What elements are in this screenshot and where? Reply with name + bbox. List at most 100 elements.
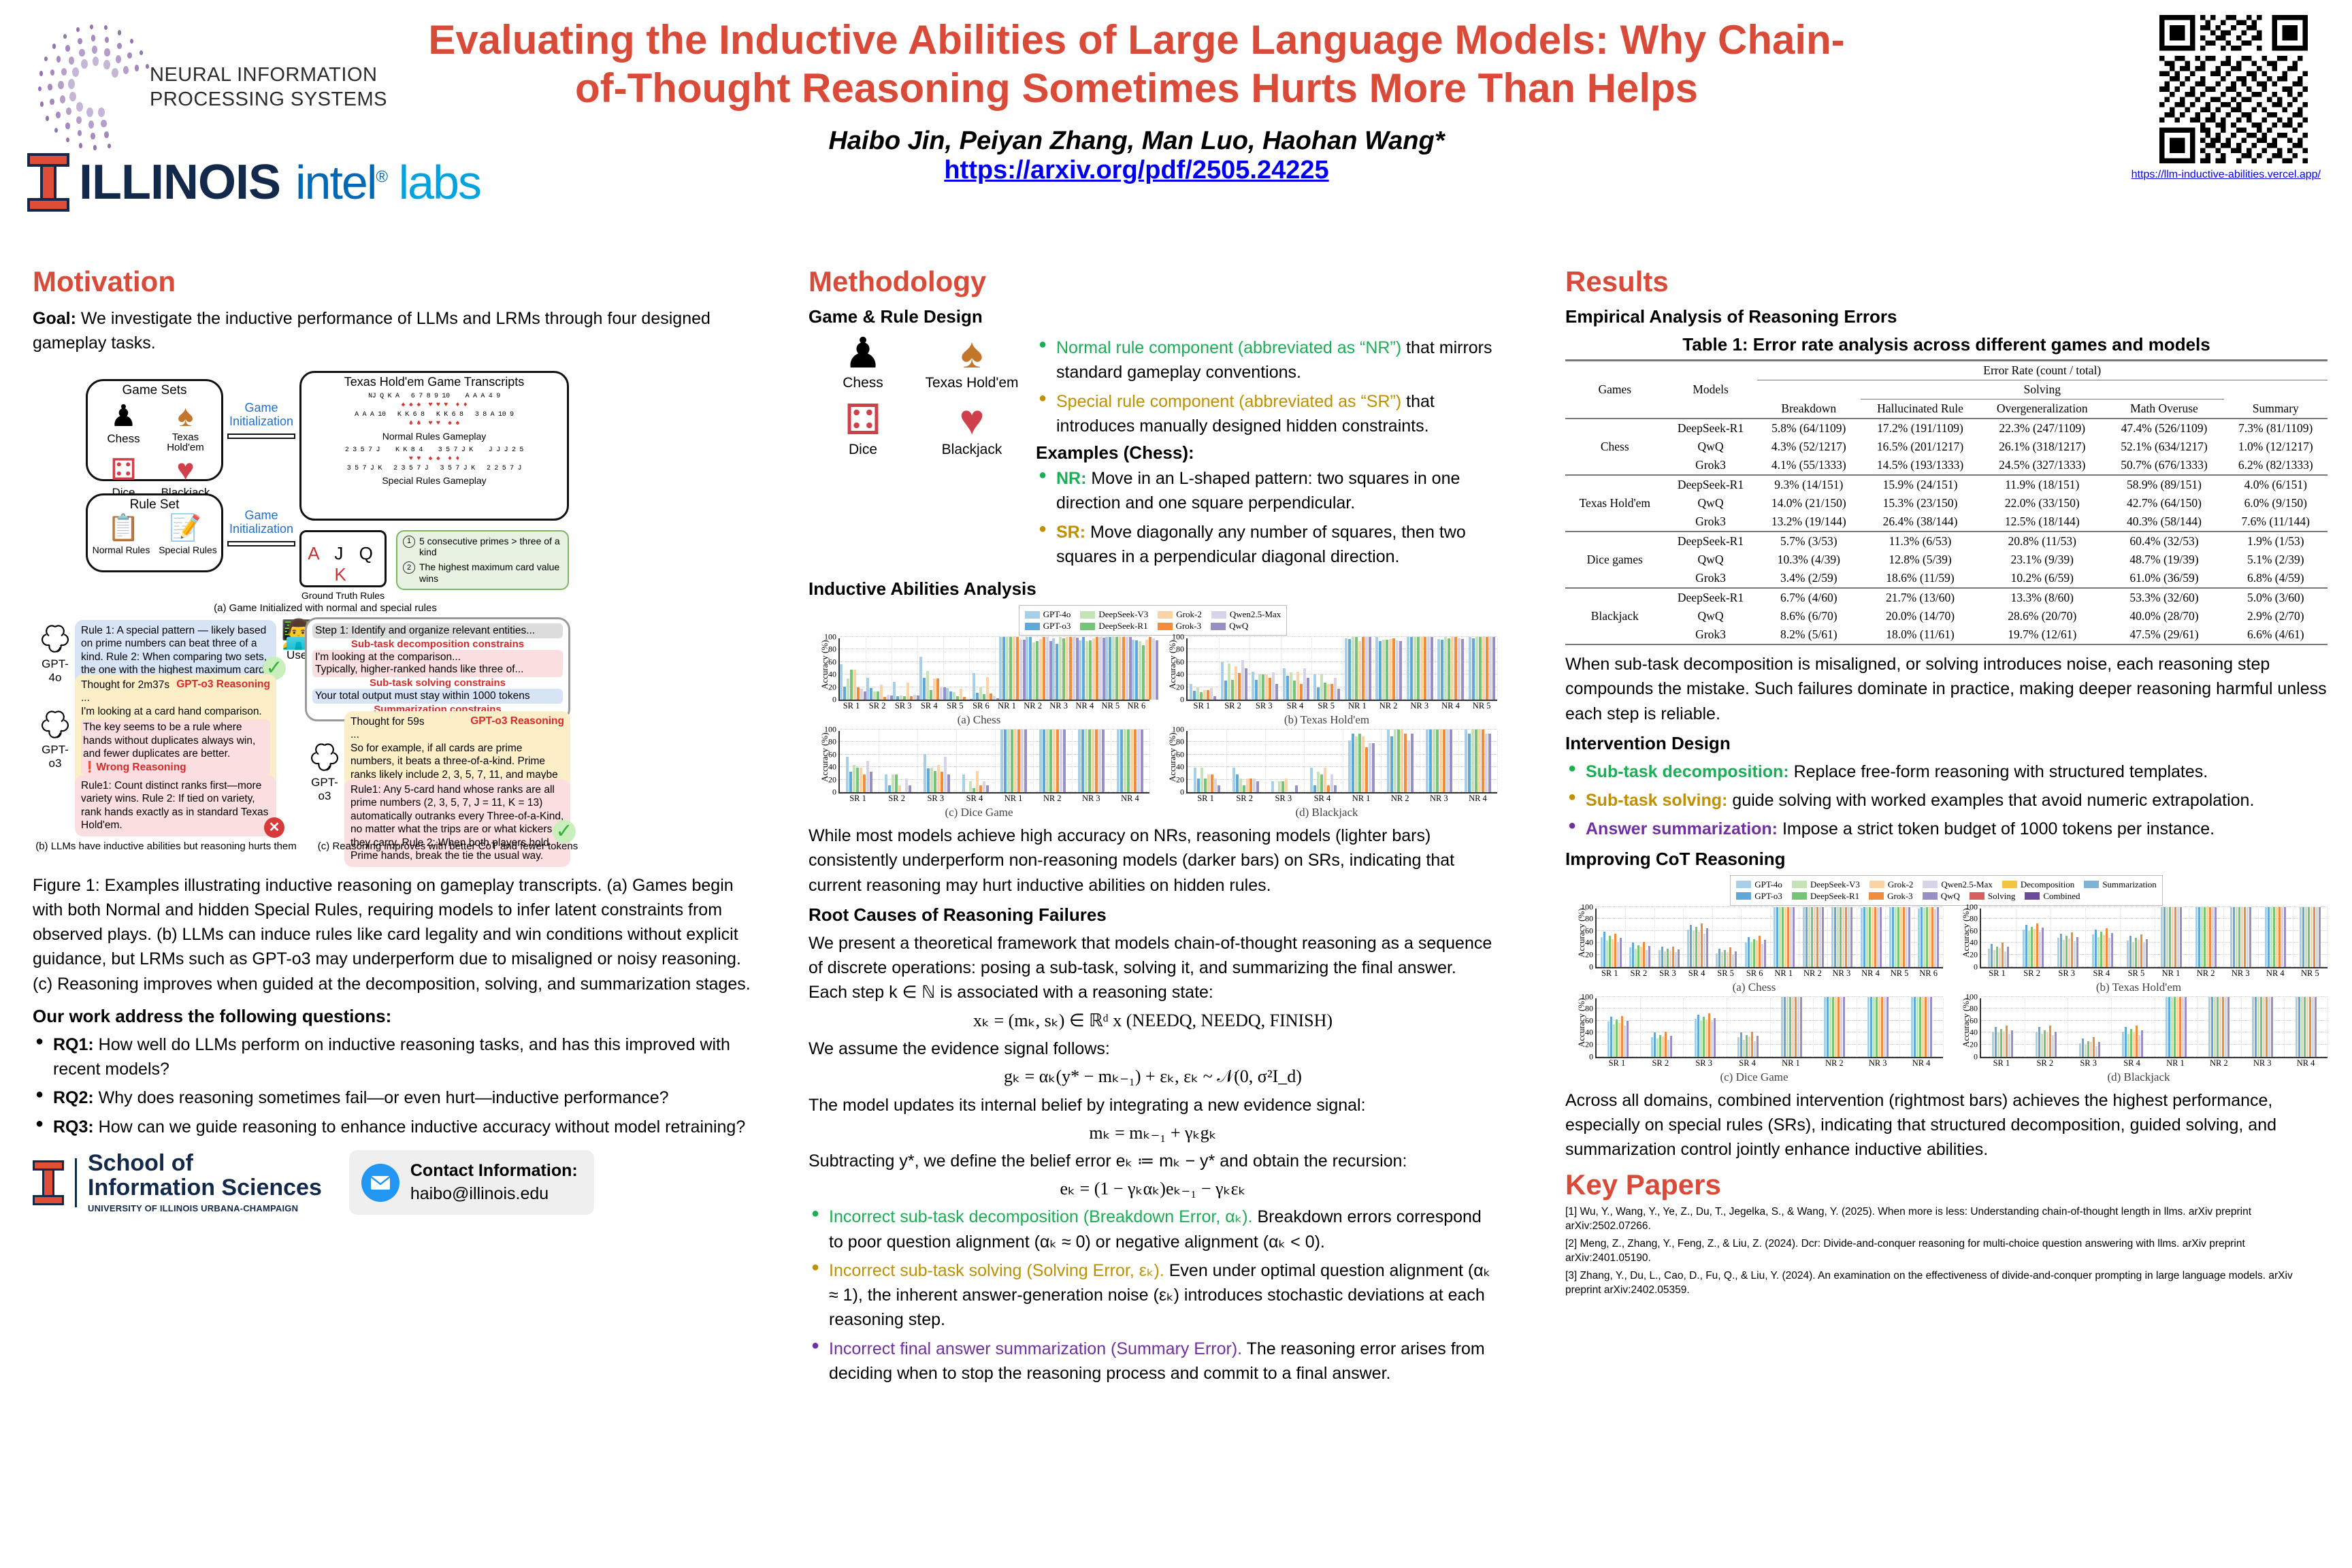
bar <box>976 692 979 700</box>
bar <box>1640 947 1643 967</box>
bar <box>2006 947 2009 967</box>
legend-swatch <box>1158 610 1173 619</box>
bar-group <box>1683 909 1712 967</box>
contact-email: haibo@illinois.edu <box>410 1183 549 1203</box>
special-rules-cell: 📝 <box>155 514 216 542</box>
bar-group <box>1741 909 1769 967</box>
bar-group <box>1304 731 1343 792</box>
bar <box>1079 640 1081 700</box>
bar <box>2008 1034 2011 1057</box>
bar <box>1743 1039 1746 1057</box>
motivation-heading: Motivation <box>33 265 176 297</box>
bar <box>1916 996 1918 1057</box>
bar-group <box>1033 730 1072 792</box>
bar-group <box>1857 906 1885 967</box>
bar <box>1124 730 1127 792</box>
bar <box>1614 934 1616 967</box>
qr-code-icon[interactable] <box>2159 15 2308 163</box>
bar <box>2184 996 2187 1057</box>
bar <box>2000 1029 2003 1057</box>
bar <box>1299 684 1303 700</box>
bar <box>900 696 902 700</box>
bar <box>2268 996 2271 1057</box>
bar <box>2129 935 2132 967</box>
bar <box>840 664 843 700</box>
bar <box>2266 996 2268 1057</box>
table-cell: 1.0% (12/1217) <box>2238 440 2313 453</box>
closing-text: Across all domains, combined interventio… <box>1565 1090 2277 1160</box>
demo-link[interactable]: https://llm-inductive-abilities.vercel.a… <box>2131 169 2321 180</box>
bar <box>946 688 949 700</box>
bar <box>2212 906 2215 967</box>
bar <box>2100 932 2102 967</box>
bar <box>1330 774 1333 792</box>
bar <box>1661 1036 1664 1057</box>
y-tick-label: 100 <box>824 724 836 734</box>
legend-swatch <box>1024 610 1040 619</box>
table-cell: 60.4% (32/53) <box>2129 534 2199 548</box>
gt-rule-1-number: 1 <box>403 535 415 548</box>
bar <box>2174 906 2177 967</box>
bar <box>2319 906 2321 967</box>
bar <box>904 778 908 792</box>
legend-item: Combined <box>2025 891 2080 902</box>
bar <box>1011 730 1014 792</box>
bar-group <box>2120 909 2155 967</box>
category-divider <box>994 731 996 792</box>
bar <box>1021 730 1024 792</box>
bar <box>1137 730 1141 792</box>
game-texas-label: Texas Hold'em <box>167 431 204 454</box>
th-overgeneralization: Overgeneralization <box>1996 402 2088 415</box>
bar <box>1063 730 1066 792</box>
table-cell: Dice games <box>1586 553 1643 566</box>
bar <box>1255 679 1258 700</box>
table-cell: DeepSeek-R1 <box>1677 421 1744 435</box>
y-tick-label: 40 <box>1585 1027 1593 1037</box>
bar <box>1313 785 1316 792</box>
bar <box>2041 928 2044 967</box>
arrow-1 <box>227 433 295 439</box>
paper-link[interactable]: https://arxiv.org/pdf/2505.24225 <box>944 155 1329 184</box>
bar <box>1013 637 1015 700</box>
th-math-overuse: Math Overuse <box>2130 402 2198 415</box>
table-cell: 48.7% (19/39) <box>2129 553 2199 566</box>
bar <box>1735 951 1737 967</box>
bar <box>993 696 996 700</box>
bar <box>1149 637 1152 700</box>
bar <box>1827 996 1829 1057</box>
y-tick-label: 20 <box>828 774 836 785</box>
bar <box>1039 638 1042 700</box>
bar <box>1429 730 1433 792</box>
bar <box>1234 666 1237 700</box>
bar <box>1837 906 1840 967</box>
bar-group <box>1250 638 1281 700</box>
table-cell: 47.5% (29/61) <box>2129 627 2199 641</box>
bar <box>1669 1035 1672 1057</box>
category-divider <box>1769 998 1771 1057</box>
bar <box>1908 906 1910 967</box>
th-error-rate-group: Error Rate (count / total) <box>1757 360 2328 380</box>
bar <box>1677 949 1680 967</box>
bar <box>2225 996 2227 1057</box>
bar <box>1368 637 1371 700</box>
x-tick-label: NR 6 <box>1127 701 1146 710</box>
category-divider <box>1072 731 1073 792</box>
y-tick-label: 40 <box>1970 937 1978 947</box>
gridline <box>1597 996 1943 997</box>
bar <box>956 696 959 700</box>
bar-group <box>1052 637 1079 700</box>
results-heading: Results <box>1565 265 1669 297</box>
rule-component-list: Normal rule component (abbreviated as “N… <box>1036 335 1497 438</box>
bar <box>1334 677 1337 700</box>
bar <box>864 691 866 700</box>
bar <box>1998 948 2001 967</box>
bar <box>1207 690 1210 700</box>
bar <box>930 690 932 700</box>
legend-item: GPT-4o <box>1736 879 1782 890</box>
bar <box>1444 637 1448 700</box>
method-chess: ♟Chess <box>808 333 917 391</box>
